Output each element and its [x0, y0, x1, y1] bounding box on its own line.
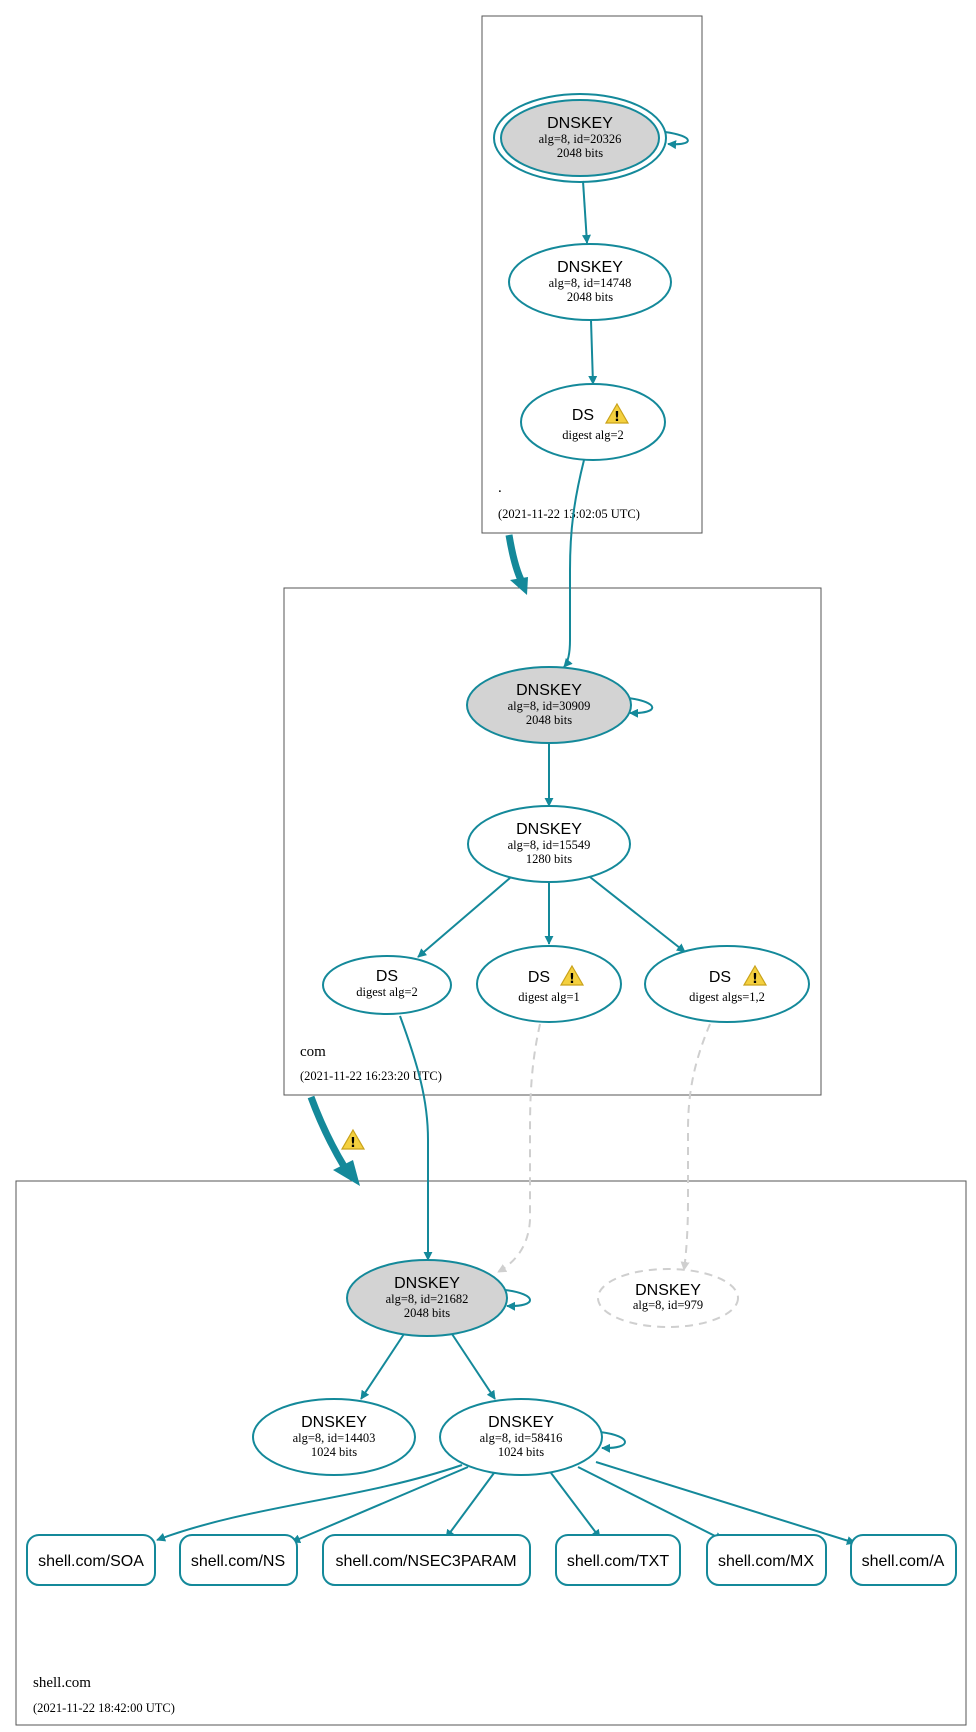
edge-58416-to-txt — [550, 1472, 601, 1539]
node-shell-missing-key-line1: alg=8, id=979 — [633, 1298, 703, 1312]
edge-com-zsk-to-ds1 — [417, 877, 511, 958]
node-com-ds1-line1: digest alg=2 — [356, 985, 418, 999]
node-root-ksk-title: DNSKEY — [547, 115, 613, 132]
edge-root-ds-to-com-ksk — [563, 459, 585, 668]
zone-shell-box — [15, 1180, 967, 1726]
zone-com: com (2021-11-22 16:23:20 UTC) — [283, 587, 822, 1096]
node-root-ds-title: DS — [572, 407, 594, 424]
node-shell-ksk-title: DNSKEY — [394, 1275, 460, 1292]
zone-shell-timestamp: (2021-11-22 18:42:00 UTC) — [33, 1701, 175, 1715]
node-com-ds1-title: DS — [376, 968, 398, 985]
node-root-zsk-line2: 2048 bits — [567, 290, 613, 304]
edge-com-ds3-to-missing-key — [680, 1023, 711, 1271]
node-root-zsk-line1: alg=8, id=14748 — [549, 276, 632, 290]
edge-58416-to-ns — [291, 1466, 469, 1543]
delegation-root-to-com-arrow — [505, 534, 525, 582]
node-com-zsk-line1: alg=8, id=15549 — [508, 838, 591, 852]
node-shell-key-14403-title: DNSKEY — [301, 1414, 367, 1431]
node-com-ds2-title: DS — [528, 969, 550, 986]
edge-shell-ksk-to-58416 — [451, 1333, 496, 1400]
node-com-ds3-line1: digest algs=1,2 — [689, 990, 765, 1004]
node-shell-ksk[interactable]: DNSKEY alg=8, id=21682 2048 bits — [346, 1259, 508, 1337]
node-shell-missing-key[interactable]: DNSKEY alg=8, id=979 — [597, 1268, 739, 1328]
self-loop-shell-58416 — [599, 1431, 626, 1453]
rrset-ns-label: shell.com/NS — [191, 1553, 285, 1570]
node-shell-missing-key-title: DNSKEY — [635, 1282, 701, 1299]
self-loop-shell-ksk — [504, 1289, 531, 1311]
node-com-zsk-title: DNSKEY — [516, 821, 582, 838]
rrset-ns[interactable]: shell.com/NS — [179, 1534, 298, 1586]
rrset-txt-label: shell.com/TXT — [567, 1553, 669, 1570]
edge-com-ds2-to-shell-ksk — [497, 1023, 541, 1273]
zone-root-timestamp: (2021-11-22 13:02:05 UTC) — [498, 507, 640, 521]
node-shell-key-58416-line1: alg=8, id=58416 — [480, 1431, 563, 1445]
node-com-zsk[interactable]: DNSKEY alg=8, id=15549 1280 bits — [467, 805, 631, 883]
node-com-ksk-line1: alg=8, id=30909 — [508, 699, 591, 713]
node-root-ksk[interactable]: DNSKEY alg=8, id=20326 2048 bits — [493, 93, 667, 183]
node-shell-ksk-line2: 2048 bits — [404, 1306, 450, 1320]
zone-shell-name: shell.com — [33, 1675, 91, 1691]
zone-com-name: com — [300, 1044, 326, 1060]
node-shell-key-14403-line2: 1024 bits — [311, 1445, 357, 1459]
node-shell-ksk-line1: alg=8, id=21682 — [386, 1292, 469, 1306]
node-com-zsk-line2: 1280 bits — [526, 852, 572, 866]
delegation-com-to-shell-arrow — [307, 1095, 348, 1170]
node-shell-key-14403-line1: alg=8, id=14403 — [293, 1431, 376, 1445]
node-root-ds-line1: digest alg=2 — [562, 428, 624, 442]
zone-root-name: . — [498, 480, 502, 496]
zone-shell: shell.com (2021-11-22 18:42:00 UTC) — [15, 1180, 967, 1726]
rrset-a[interactable]: shell.com/A — [850, 1534, 957, 1586]
node-com-ds2-line1: digest alg=1 — [518, 990, 580, 1004]
node-shell-key-58416-title: DNSKEY — [488, 1414, 554, 1431]
edge-shell-ksk-to-14403 — [360, 1333, 405, 1400]
edge-root-ksk-to-zsk — [581, 180, 591, 244]
node-root-ksk-line1: alg=8, id=20326 — [539, 132, 622, 146]
rrset-txt[interactable]: shell.com/TXT — [555, 1534, 681, 1586]
rrset-mx[interactable]: shell.com/MX — [706, 1534, 827, 1586]
delegation-warning-icon — [341, 1129, 365, 1152]
edge-58416-to-soa — [156, 1464, 463, 1542]
node-root-zsk-title: DNSKEY — [557, 259, 623, 276]
rrset-soa[interactable]: shell.com/SOA — [26, 1534, 156, 1586]
node-shell-key-58416[interactable]: DNSKEY alg=8, id=58416 1024 bits — [439, 1398, 603, 1476]
node-com-ksk-line2: 2048 bits — [526, 713, 572, 727]
node-shell-key-58416-line2: 1024 bits — [498, 1445, 544, 1459]
self-loop-com-ksk — [627, 697, 654, 718]
node-com-ds3[interactable]: DS digest algs=1,2 — [644, 945, 810, 1023]
node-com-ds3-title: DS — [709, 969, 731, 986]
rrset-nsec3param-label: shell.com/NSEC3PARAM — [335, 1553, 516, 1570]
self-loop-root-ksk — [664, 131, 689, 150]
edge-58416-to-mx — [577, 1466, 724, 1541]
node-com-ksk-title: DNSKEY — [516, 682, 582, 699]
zone-com-timestamp: (2021-11-22 16:23:20 UTC) — [300, 1069, 442, 1083]
rrset-a-label: shell.com/A — [862, 1553, 945, 1570]
node-com-ksk[interactable]: DNSKEY alg=8, id=30909 2048 bits — [466, 666, 632, 744]
node-com-ds1[interactable]: DS digest alg=2 — [322, 955, 452, 1015]
edge-58416-to-nsec3param — [445, 1472, 495, 1539]
zone-root: . (2021-11-22 13:02:05 UTC) — [481, 15, 703, 534]
rrset-mx-label: shell.com/MX — [718, 1553, 814, 1570]
zone-root-box — [481, 15, 703, 534]
rrset-soa-label: shell.com/SOA — [38, 1553, 144, 1570]
edge-58416-to-a — [595, 1461, 856, 1545]
delegation-root-to-com-arrowhead — [510, 577, 528, 595]
node-root-zsk[interactable]: DNSKEY alg=8, id=14748 2048 bits — [508, 243, 672, 321]
edge-com-zsk-to-ds3 — [589, 876, 686, 953]
edge-root-zsk-to-ds — [588, 319, 598, 385]
edge-com-ds1-to-shell-ksk — [399, 1015, 433, 1261]
node-root-ksk-line2: 2048 bits — [557, 146, 603, 160]
delegation-com-to-shell-arrowhead — [333, 1160, 360, 1186]
rrset-nsec3param[interactable]: shell.com/NSEC3PARAM — [322, 1534, 531, 1586]
node-com-ds2[interactable]: DS digest alg=1 — [476, 945, 622, 1023]
node-shell-key-14403[interactable]: DNSKEY alg=8, id=14403 1024 bits — [252, 1398, 416, 1476]
node-root-ds[interactable]: DS digest alg=2 — [520, 383, 666, 461]
zone-com-box — [283, 587, 822, 1096]
